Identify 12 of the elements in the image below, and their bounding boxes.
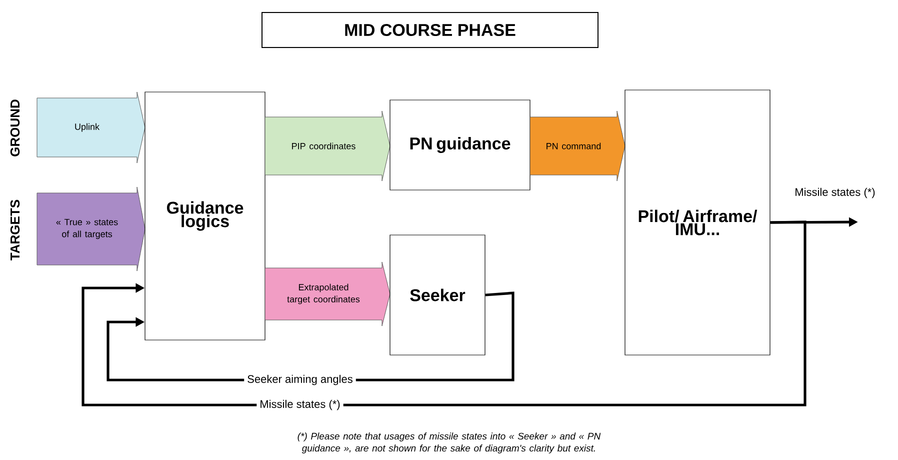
side-label: GROUND <box>10 100 20 156</box>
arrow <box>82 220 806 406</box>
process-box: Pilot/ Airframe/ IMU... <box>624 90 770 356</box>
process-box: Seeker <box>390 234 486 356</box>
edge-label: Seeker aiming angles <box>244 372 356 388</box>
process-box: PN guidance <box>390 100 530 190</box>
process-box: Guidance logics <box>144 92 266 340</box>
edge-label: Missile states (*) <box>792 184 878 202</box>
edge-label: Missile states (*) <box>256 396 344 414</box>
footnote: (*) Please note that usages of missile states into « Seeker » and « PN guidance », are not shown for the sake of diagram's clarity but exist. <box>298 432 601 454</box>
side-label: TARGETS <box>10 200 20 260</box>
title-box: MID COURSE PHASE <box>262 12 598 48</box>
